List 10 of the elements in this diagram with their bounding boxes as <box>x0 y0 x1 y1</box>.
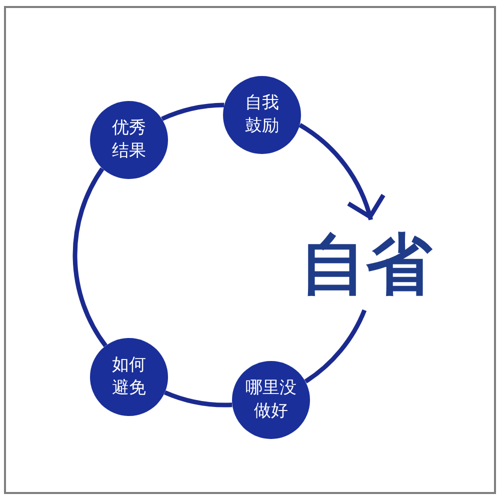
step-circle: 优秀结果 <box>90 101 168 179</box>
step-circle: 如何避免 <box>90 338 168 416</box>
curved-arrow <box>298 123 384 220</box>
large-word: 自省 <box>300 220 432 310</box>
step-circle: 自我鼓励 <box>223 76 301 154</box>
arc-line <box>164 390 232 408</box>
arc-line <box>72 168 108 348</box>
arc-line <box>161 102 224 121</box>
arc-line <box>304 309 367 384</box>
step-circle: 哪里没做好 <box>232 361 310 439</box>
